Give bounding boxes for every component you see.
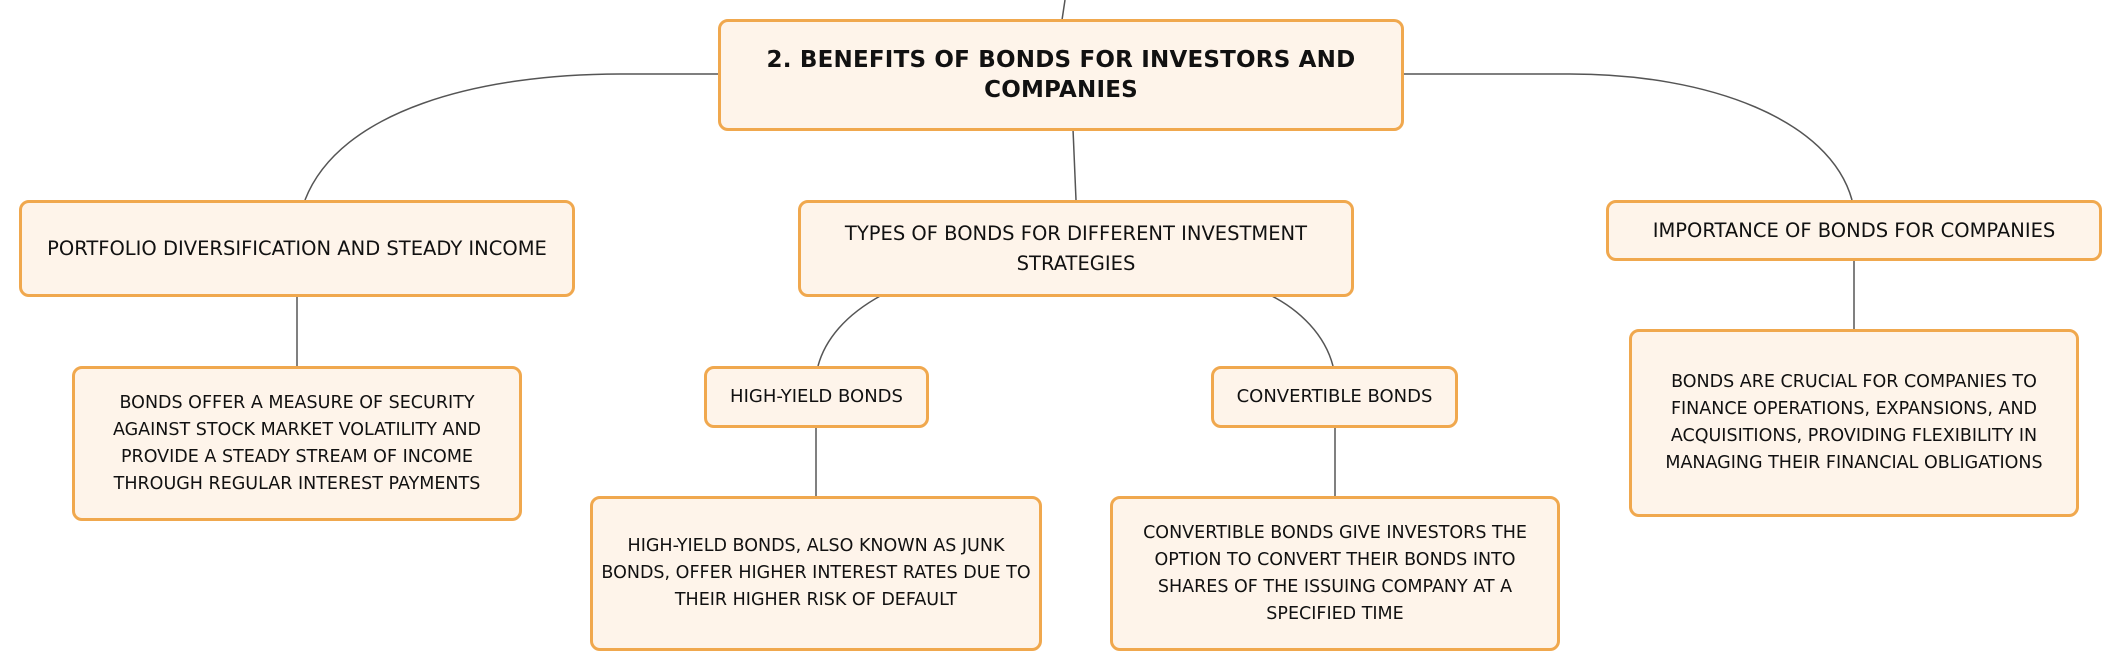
topic-convertible-bonds[interactable]: CONVERTIBLE BONDS: [1211, 366, 1458, 428]
detail-convertible-bonds-text: CONVERTIBLE BONDS GIVE INVESTORS THE OPT…: [1143, 522, 1527, 624]
detail-importance-for-companies-text: BONDS ARE CRUCIAL FOR COMPANIES TO FINAN…: [1665, 372, 2043, 473]
topic-portfolio-diversification[interactable]: PORTFOLIO DIVERSIFICATION AND STEADY INC…: [19, 200, 575, 297]
connector-types-to-highyield: [817, 294, 883, 367]
detail-portfolio-diversification[interactable]: BONDS OFFER A MEASURE OF SECURITY AGAINS…: [72, 366, 522, 521]
topic-high-yield-bonds-label: HIGH-YIELD BONDS: [730, 386, 903, 407]
detail-high-yield-bonds-text: HIGH-YIELD BONDS, ALSO KNOWN AS JUNK BON…: [601, 536, 1031, 610]
detail-high-yield-bonds[interactable]: HIGH-YIELD BONDS, ALSO KNOWN AS JUNK BON…: [590, 496, 1042, 651]
topic-high-yield-bonds[interactable]: HIGH-YIELD BONDS: [704, 366, 929, 428]
topic-types-of-bonds-label: TYPES OF BONDS FOR DIFFERENT INVESTMENT …: [844, 221, 1308, 275]
detail-portfolio-diversification-text: BONDS OFFER A MEASURE OF SECURITY AGAINS…: [112, 392, 482, 494]
detail-importance-for-companies[interactable]: BONDS ARE CRUCIAL FOR COMPANIES TO FINAN…: [1629, 329, 2079, 517]
root-topic-label: 2. BENEFITS OF BONDS FOR INVESTORS AND C…: [766, 47, 1356, 103]
connector-root-to-importance: [1403, 73, 1853, 201]
connector-root-to-portfolio: [304, 73, 718, 201]
topic-types-of-bonds[interactable]: TYPES OF BONDS FOR DIFFERENT INVESTMENT …: [798, 200, 1354, 297]
connector-types-to-convertible: [1269, 294, 1334, 367]
topic-convertible-bonds-label: CONVERTIBLE BONDS: [1236, 386, 1433, 407]
connector-root-to-types: [1072, 128, 1077, 201]
connector-parent-to-root: [1061, 0, 1066, 21]
topic-portfolio-diversification-label: PORTFOLIO DIVERSIFICATION AND STEADY INC…: [47, 236, 547, 260]
detail-convertible-bonds[interactable]: CONVERTIBLE BONDS GIVE INVESTORS THE OPT…: [1110, 496, 1560, 651]
topic-importance-for-companies-label: IMPORTANCE OF BONDS FOR COMPANIES: [1652, 218, 2056, 242]
root-topic[interactable]: 2. BENEFITS OF BONDS FOR INVESTORS AND C…: [718, 19, 1404, 131]
topic-importance-for-companies[interactable]: IMPORTANCE OF BONDS FOR COMPANIES: [1606, 200, 2102, 261]
